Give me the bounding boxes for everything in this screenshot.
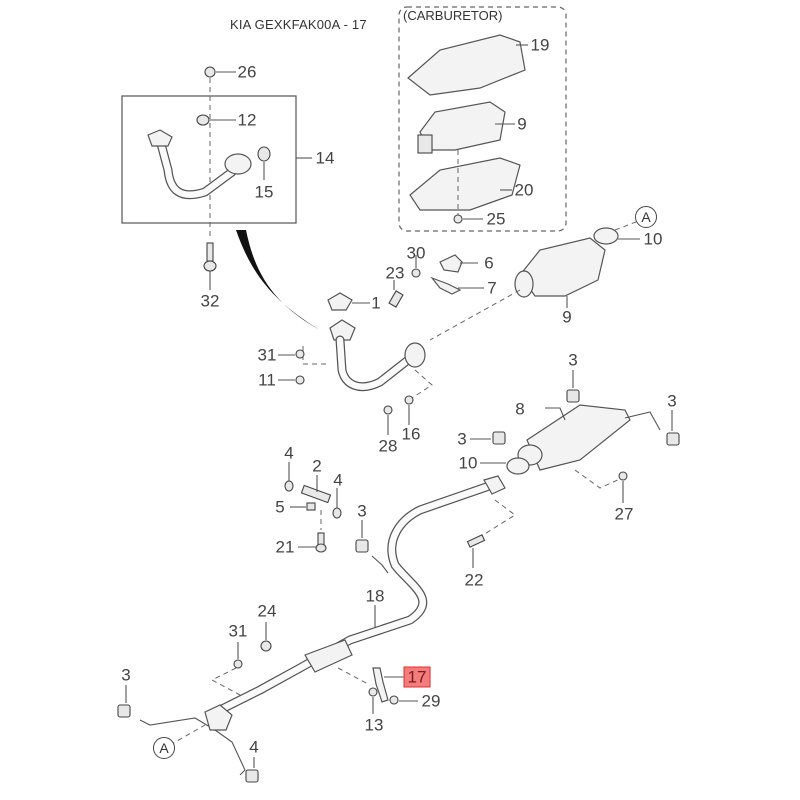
bolt-23 [388,290,404,308]
gasket-10-top [593,227,619,245]
callout-30[interactable]: 30 [406,243,426,263]
gasket-10-mid [506,457,530,475]
heat-shield-19 [407,34,526,96]
flange-inset [147,129,173,147]
callout-24[interactable]: 24 [257,601,277,621]
carburetor-group-label: (CARBURETOR) [403,8,503,23]
center-pipe-flange [483,475,506,495]
center-pipe-18 [215,480,497,715]
callout-26[interactable]: 26 [237,62,257,82]
callout-1[interactable]: 1 [371,293,381,313]
callout-22[interactable]: 22 [464,570,484,590]
callout-3-b[interactable]: 3 [667,391,677,411]
washer-4-b [332,507,342,519]
nut-29 [389,695,399,705]
callout-20[interactable]: 20 [514,180,534,200]
carburetor-group-box [398,6,567,232]
callout-31-bottom[interactable]: 31 [228,621,248,641]
nut-31-top [295,349,305,359]
callout-4-a[interactable]: 4 [284,443,294,463]
callout-3-d[interactable]: 3 [357,501,367,521]
resonator [304,639,353,673]
bracket-6 [439,254,463,273]
hanger-rubber-3-c [492,431,506,445]
gasket-15 [257,146,271,162]
callout-2[interactable]: 2 [312,456,322,476]
hanger-rubber-3-e [117,704,131,718]
washer-4-a [284,480,294,492]
bolt-21 [317,532,325,546]
callout-15[interactable]: 15 [254,182,274,202]
detail-pointer-arrow [236,230,320,330]
leader-8 [545,407,566,421]
nut-28 [383,405,393,415]
bracket-2 [300,484,332,504]
callout-3-c[interactable]: 3 [457,429,467,449]
nut-13 [368,687,378,697]
callout-18[interactable]: 18 [365,586,385,606]
hanger-rubber-3-d [355,539,369,553]
front-pipe-flange [329,319,356,341]
callout-8[interactable]: 8 [515,399,525,419]
nut-30 [411,268,421,278]
callout-10-mid[interactable]: 10 [458,453,478,473]
nut-16 [404,395,414,405]
callout-16[interactable]: 16 [401,424,421,444]
bolt-22 [466,534,486,548]
callout-31-top[interactable]: 31 [257,345,277,365]
callout-5[interactable]: 5 [275,497,285,517]
hanger-rubber-3-a [566,389,580,403]
heat-shield-20 [409,157,521,211]
callout-17-highlighted[interactable]: 17 [403,666,431,688]
catalytic-converter-9 [519,237,606,297]
callout-23[interactable]: 23 [385,263,405,283]
callout-11[interactable]: 11 [258,370,276,390]
hanger-rubber-4-c [245,769,259,783]
callout-9[interactable]: 9 [562,307,572,327]
callout-32[interactable]: 32 [200,291,220,311]
tail-flange [204,704,233,731]
muffler-8 [526,404,631,471]
callout-4-b[interactable]: 4 [333,470,343,490]
gasket-1 [327,292,353,311]
hanger-7 [430,276,462,295]
clamp-12 [196,114,210,126]
nut-11 [295,375,305,385]
callout-27[interactable]: 27 [614,504,634,524]
nut-26 [204,66,216,78]
callout-3-e[interactable]: 3 [121,665,131,685]
callout-10-top[interactable]: 10 [643,229,663,249]
callout-25[interactable]: 25 [486,209,506,229]
nut-31-bottom [233,659,243,669]
callout-13[interactable]: 13 [364,715,384,735]
hanger-rubber-3-b [666,432,680,446]
callout-7[interactable]: 7 [487,278,497,298]
callout-9-carburetor[interactable]: 9 [517,114,527,134]
diagram-title: KIA GEXKFAK00A - 17 [230,17,367,32]
nut-27 [618,471,628,481]
nut-25 [453,214,463,224]
reference-marker-a-bottom: A [153,737,175,759]
callout-14[interactable]: 14 [315,148,335,168]
callout-29[interactable]: 29 [421,691,441,711]
callout-21[interactable]: 21 [275,537,295,557]
reference-marker-a-top: A [635,206,657,228]
bracket-17 [372,667,389,703]
bushing-5 [306,502,316,511]
flange-inset-rear [224,153,252,175]
callout-12[interactable]: 12 [237,110,257,130]
callout-4-c[interactable]: 4 [249,737,259,757]
callout-19[interactable]: 19 [530,35,550,55]
callout-6[interactable]: 6 [484,253,494,273]
callout-3-a[interactable]: 3 [568,350,578,370]
front-pipe-inset-box [121,95,297,224]
nut-24 [260,640,272,652]
catalytic-converter-9-carb [419,101,506,151]
callout-28[interactable]: 28 [378,436,398,456]
bolt-32 [206,242,214,262]
